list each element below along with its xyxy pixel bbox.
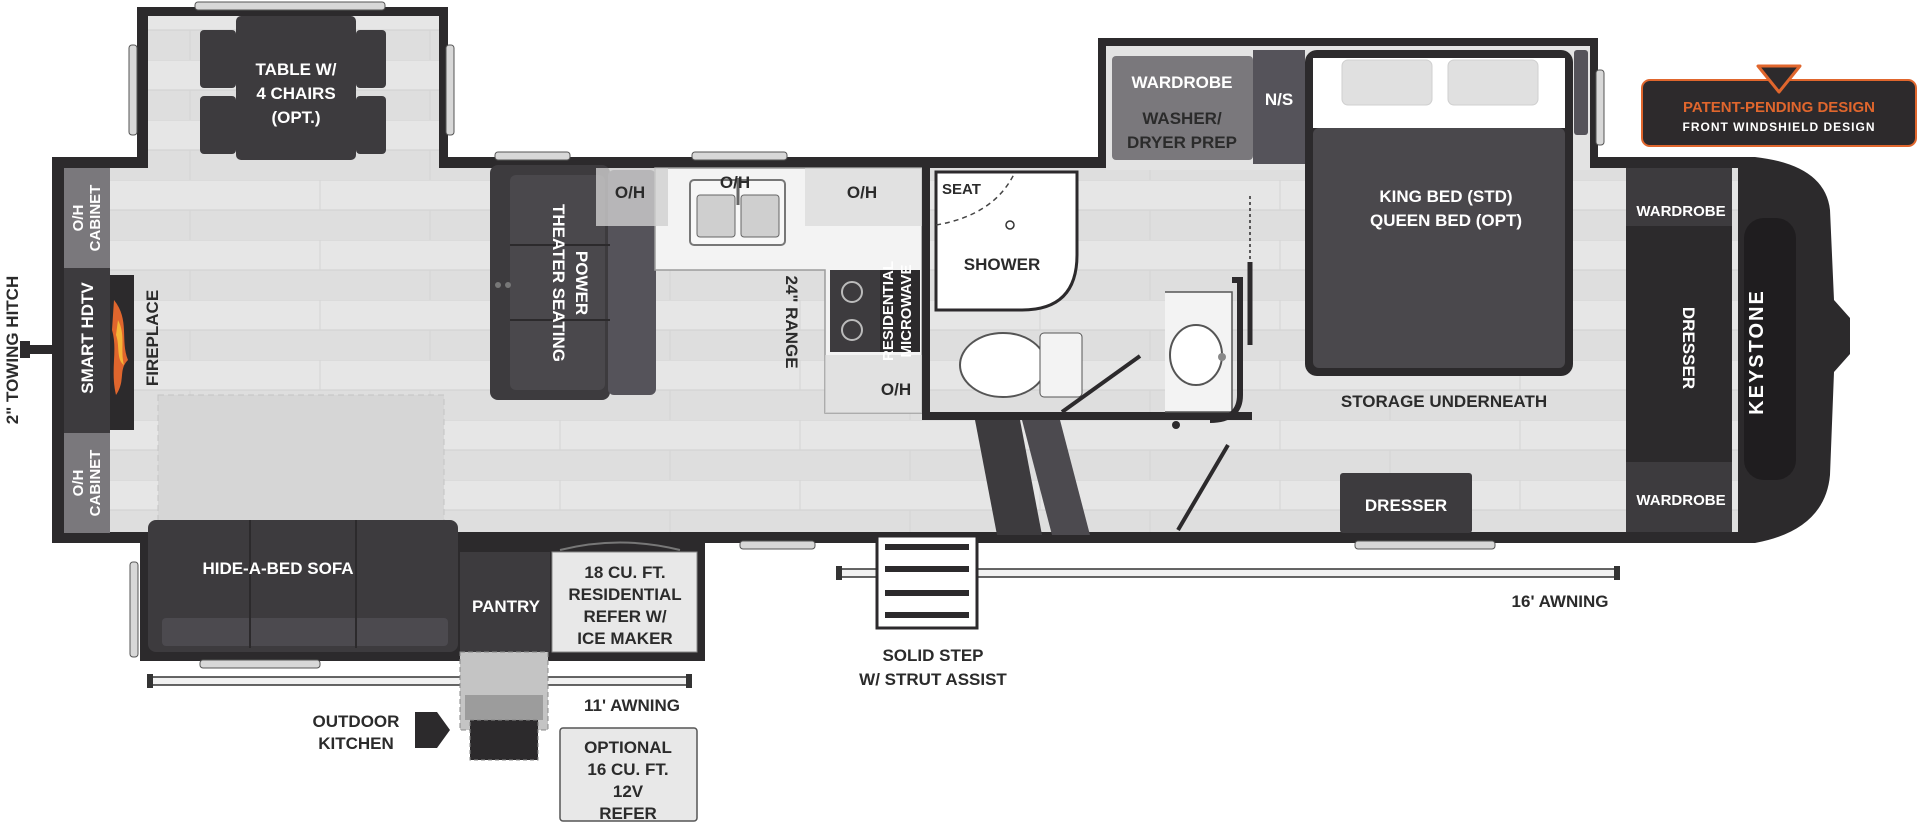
outdoor-kitchen: OUTDOOR KITCHEN: [313, 651, 549, 761]
table-label-1: TABLE W/: [256, 60, 337, 79]
oh-cabinet-top-label-1: O/H: [70, 205, 87, 232]
dining-table: TABLE W/ 4 CHAIRS (OPT.): [200, 16, 386, 160]
patent-badge: PATENT-PENDING DESIGN FRONT WINDSHIELD D…: [1641, 64, 1917, 147]
residential-refer: 18 CU. FT. RESIDENTIAL REFER W/ ICE MAKE…: [551, 541, 698, 653]
sofa-label: HIDE-A-BED SOFA: [202, 559, 353, 578]
optional-refer: OPTIONAL 16 CU. FT. 12V REFER: [559, 727, 698, 823]
range-label: 24" RANGE: [782, 275, 801, 368]
smart-hdtv-label: SMART HDTV: [78, 282, 97, 394]
wardrobe-top-label: WARDROBE: [1131, 73, 1232, 92]
kitchen-counter: O/H O/H O/H O/H 24" RANGE RESIDENTIAL MI…: [596, 167, 923, 414]
awning-16: 16' AWNING: [836, 566, 1620, 611]
oh-label-1: O/H: [615, 183, 645, 202]
shower-label: SHOWER: [964, 255, 1041, 274]
triangle-windshield-icon: [1756, 64, 1802, 94]
entry-door: [975, 420, 1090, 535]
front-wall-cabinets: O/H CABINET SMART HDTV FIREPLACE O/H CAB…: [64, 168, 162, 533]
refer-label-2: RESIDENTIAL: [568, 585, 681, 604]
ns-label: N/S: [1265, 90, 1293, 109]
hide-a-bed-sofa: HIDE-A-BED SOFA: [148, 520, 458, 652]
awning-16-label: 16' AWNING: [1512, 592, 1609, 611]
pantry: PANTRY: [460, 552, 550, 652]
theater-seating: POWER THEATER SEATING: [490, 165, 656, 400]
optional-refer-label-1: OPTIONAL: [584, 738, 672, 757]
towing-hitch-label: 2" TOWING HITCH: [3, 276, 22, 424]
wardrobe-right-top-label: WARDROBE: [1636, 203, 1725, 220]
washer-label-1: WASHER/: [1142, 109, 1222, 128]
refer-label-1: 18 CU. FT.: [584, 563, 665, 582]
oh-label-2: O/H: [720, 173, 750, 192]
bathroom: SEAT SHOWER: [922, 165, 1253, 532]
fireplace-label: FIREPLACE: [143, 290, 162, 386]
optional-refer-label-4: REFER: [599, 804, 657, 823]
outdoor-kitchen-label-2: KITCHEN: [318, 734, 394, 753]
seat-label: SEAT: [942, 181, 981, 198]
storage-label: STORAGE UNDERNEATH: [1341, 392, 1547, 411]
dresser-bottom-label: DRESSER: [1365, 496, 1447, 515]
pantry-label: PANTRY: [472, 597, 541, 616]
step-label-1: SOLID STEP: [882, 646, 983, 665]
refer-label-4: ICE MAKER: [577, 629, 672, 648]
bed: KING BED (STD) QUEEN BED (OPT): [1305, 50, 1573, 376]
microwave-label-2: MICROWAVE: [898, 264, 915, 357]
oh-cabinet-bottom-label-2: CABINET: [87, 450, 104, 517]
oh-label-4: O/H: [881, 380, 911, 399]
badge-line-2: FRONT WINDSHIELD DESIGN: [1683, 120, 1876, 134]
oh-label-3: O/H: [847, 183, 877, 202]
awning-11: 11' AWNING: [147, 674, 692, 715]
oh-cabinet-top-label-2: CABINET: [87, 185, 104, 252]
entry-step: SOLID STEP W/ STRUT ASSIST: [859, 534, 1007, 689]
badge-line-1: PATENT-PENDING DESIGN: [1683, 99, 1875, 116]
oh-cabinet-bottom-label-1: O/H: [70, 470, 87, 497]
microwave-label-1: RESIDENTIAL: [880, 261, 897, 361]
windows: [128, 1, 1605, 669]
bedroom-slide: WARDROBE WASHER/ DRYER PREP N/S: [1112, 50, 1588, 164]
step-label-2: W/ STRUT ASSIST: [859, 670, 1007, 689]
refer-label-3: REFER W/: [583, 607, 666, 626]
theater-seating-label-2: THEATER SEATING: [549, 204, 568, 362]
bed-label-2: QUEEN BED (OPT): [1370, 211, 1522, 230]
optional-refer-label-3: 12V: [613, 782, 644, 801]
table-label-2: 4 CHAIRS: [256, 84, 335, 103]
wardrobe-right-bottom-label: WARDROBE: [1636, 492, 1725, 509]
optional-refer-label-2: 16 CU. FT.: [587, 760, 668, 779]
outdoor-kitchen-label-1: OUTDOOR: [313, 712, 400, 731]
dresser-right-label: DRESSER: [1679, 307, 1698, 389]
table-label-3: (OPT.): [271, 108, 320, 127]
bed-label-1: KING BED (STD): [1379, 187, 1512, 206]
washer-label-2: DRYER PREP: [1127, 133, 1237, 152]
keystone-logo: KEYSTONE: [1746, 289, 1768, 415]
theater-seating-label-1: POWER: [572, 251, 591, 315]
awning-11-label: 11' AWNING: [584, 696, 680, 715]
front-wardrobes: WARDROBE DRESSER WARDROBE: [1626, 168, 1732, 532]
dresser-bottom: DRESSER: [1340, 473, 1472, 533]
